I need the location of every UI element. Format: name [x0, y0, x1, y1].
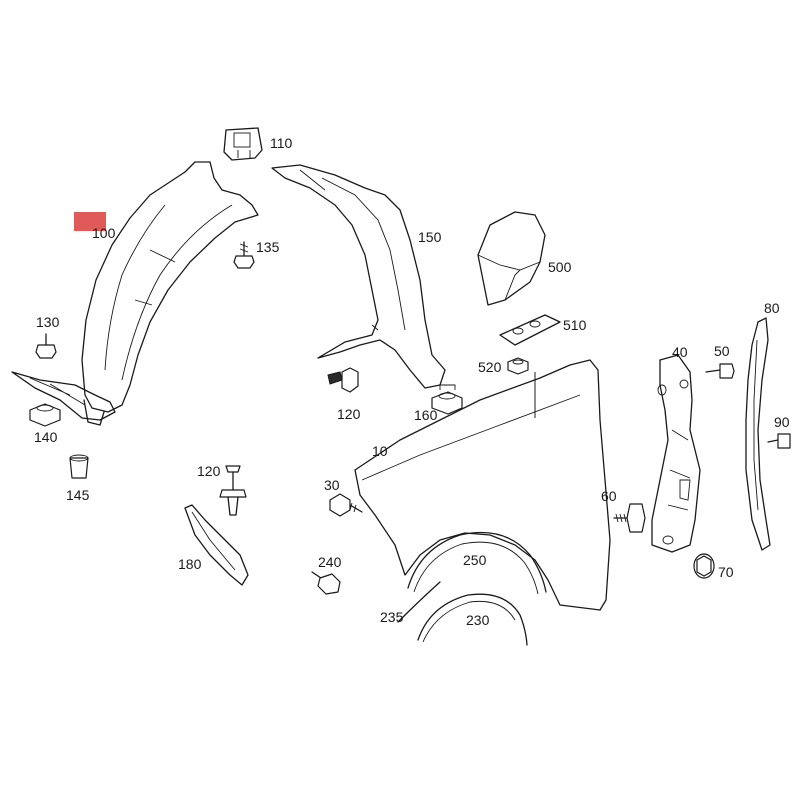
wheel-arch-liner-rear-150[interactable] [271, 164, 446, 389]
label-235[interactable]: 235 [380, 609, 404, 625]
label-145[interactable]: 145 [66, 487, 90, 503]
label-120-upper[interactable]: 120 [337, 406, 361, 422]
label-500[interactable]: 500 [548, 259, 572, 275]
highlight-marker-100[interactable] [74, 212, 106, 231]
label-140[interactable]: 140 [34, 429, 58, 445]
label-150[interactable]: 150 [418, 229, 442, 245]
stud-bolt-60[interactable] [613, 503, 646, 533]
label-230[interactable]: 230 [466, 612, 490, 628]
label-40[interactable]: 40 [672, 344, 688, 360]
mounting-plate-510[interactable] [499, 314, 561, 346]
label-90[interactable]: 90 [774, 414, 790, 430]
leader-lines [317, 341, 536, 418]
fender-bracket-40[interactable] [651, 354, 701, 553]
label-30[interactable]: 30 [324, 477, 340, 493]
label-80[interactable]: 80 [764, 300, 780, 316]
wheel-arch-liner-front-100[interactable] [11, 161, 259, 426]
nut-140[interactable] [29, 403, 61, 427]
label-180[interactable]: 180 [178, 556, 202, 572]
bolt-50[interactable] [705, 363, 735, 379]
bolt-130[interactable] [35, 333, 57, 359]
bolt-135[interactable] [233, 241, 255, 269]
clip-90[interactable] [767, 433, 791, 449]
label-520[interactable]: 520 [478, 359, 502, 375]
nut-520[interactable] [507, 357, 529, 375]
label-110[interactable]: 110 [270, 135, 293, 151]
label-135[interactable]: 135 [256, 239, 280, 255]
trim-strip-230[interactable] [417, 593, 528, 646]
wheel-arch-trim-250[interactable] [407, 531, 547, 595]
nut-70[interactable] [693, 553, 715, 579]
label-50[interactable]: 50 [714, 343, 730, 359]
label-130[interactable]: 130 [36, 314, 60, 330]
label-240[interactable]: 240 [318, 554, 342, 570]
rivet-nut-145[interactable] [69, 454, 89, 479]
label-120-lower[interactable]: 120 [197, 463, 221, 479]
label-60[interactable]: 60 [601, 488, 617, 504]
push-clip-120-lower[interactable] [219, 465, 247, 516]
label-160[interactable]: 160 [414, 407, 438, 423]
sealing-strip-80[interactable] [745, 317, 771, 551]
nut-160[interactable] [431, 384, 463, 415]
mud-flap-180[interactable] [184, 504, 249, 586]
seal-strip-235[interactable] [397, 581, 441, 623]
push-clip-120-upper[interactable] [327, 367, 359, 393]
front-fender-10[interactable] [354, 359, 611, 611]
label-250[interactable]: 250 [463, 552, 487, 568]
part-labels: 100 110 135 150 500 510 520 130 140 145 … [34, 135, 790, 628]
bolt-240[interactable] [311, 571, 341, 595]
clip-110[interactable] [223, 127, 263, 161]
bolt-30[interactable] [329, 493, 363, 517]
label-70[interactable]: 70 [718, 564, 734, 580]
label-510[interactable]: 510 [563, 317, 587, 333]
label-100[interactable]: 100 [92, 225, 116, 241]
label-10[interactable]: 10 [372, 443, 388, 459]
cover-cap-500[interactable] [477, 211, 546, 306]
